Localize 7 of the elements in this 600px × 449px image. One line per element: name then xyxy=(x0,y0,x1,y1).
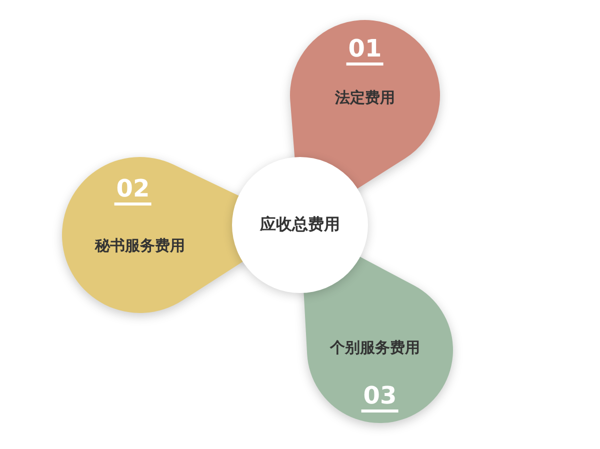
step-number: 01 xyxy=(346,34,384,66)
category-label: 秘书服务费用 xyxy=(95,236,185,256)
step-number: 02 xyxy=(114,174,152,206)
step-number: 03 xyxy=(361,382,399,412)
category-label: 个别服务费用 xyxy=(330,338,420,358)
category-label: 法定费用 xyxy=(335,88,395,108)
category-label: 应收总费用 xyxy=(260,214,340,236)
